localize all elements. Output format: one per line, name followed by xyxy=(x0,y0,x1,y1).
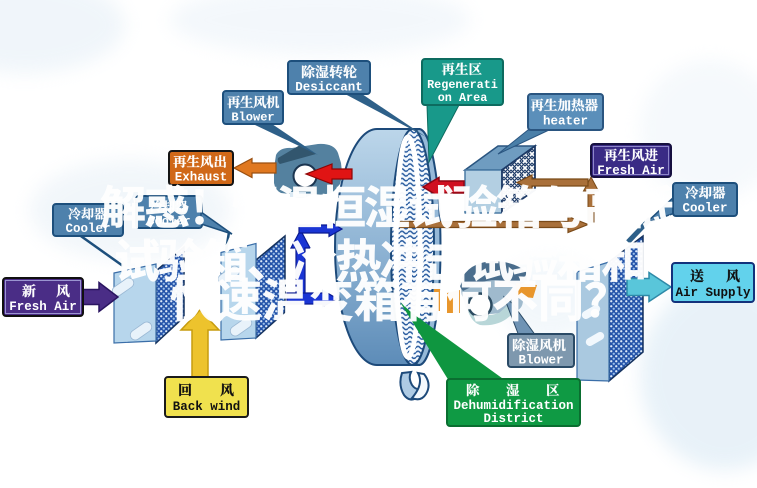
svg-text:District: District xyxy=(483,412,543,426)
svg-text:Fresh Air: Fresh Air xyxy=(9,300,77,314)
svg-text:Exhaust: Exhaust xyxy=(175,171,228,185)
svg-text:heater: heater xyxy=(543,115,588,129)
svg-text:Back wind: Back wind xyxy=(173,400,241,414)
svg-text:Desiccant: Desiccant xyxy=(295,81,363,95)
svg-text:Dehumidification: Dehumidification xyxy=(453,399,573,413)
svg-text:Blower: Blower xyxy=(231,111,274,125)
svg-text:Cooler: Cooler xyxy=(682,202,727,216)
svg-text:Air Supply: Air Supply xyxy=(675,286,751,300)
svg-text:on Area: on Area xyxy=(438,91,488,105)
svg-text:Cooler: Cooler xyxy=(65,222,110,236)
svg-text:Fresh Air: Fresh Air xyxy=(597,164,665,178)
svg-text:Blower: Blower xyxy=(518,354,563,368)
svg-text:Regenerati: Regenerati xyxy=(427,78,498,92)
